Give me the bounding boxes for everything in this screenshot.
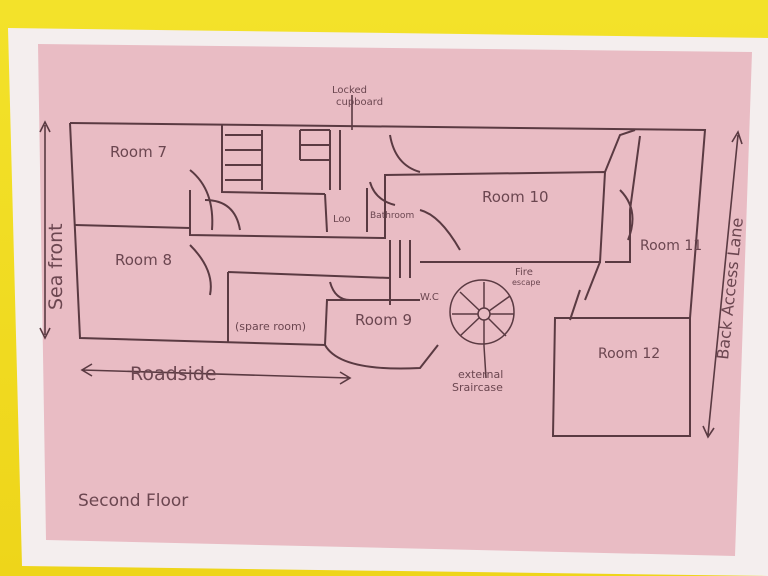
- sea-front-label: Sea front: [45, 223, 67, 310]
- external-spiral-staircase: [449, 279, 515, 379]
- room-7-label: Room 7: [110, 143, 167, 161]
- room-12-label: Room 12: [598, 346, 660, 362]
- room-10-label: Room 10: [482, 188, 549, 206]
- roadside-label: Roadside: [130, 363, 217, 385]
- room-9-label: Room 9: [355, 311, 412, 329]
- floor-title: Second Floor: [78, 491, 188, 511]
- side-arrows: [39, 95, 743, 439]
- wc-label: W.C: [420, 292, 439, 303]
- plan-walls: [69, 122, 707, 437]
- room-8-label: Room 8: [115, 251, 172, 269]
- spare-room-label: (spare room): [235, 320, 306, 333]
- room-11-label: Room 11: [640, 238, 702, 254]
- bathroom-label: Bathroom: [370, 211, 414, 221]
- loo-label: Loo: [333, 214, 351, 225]
